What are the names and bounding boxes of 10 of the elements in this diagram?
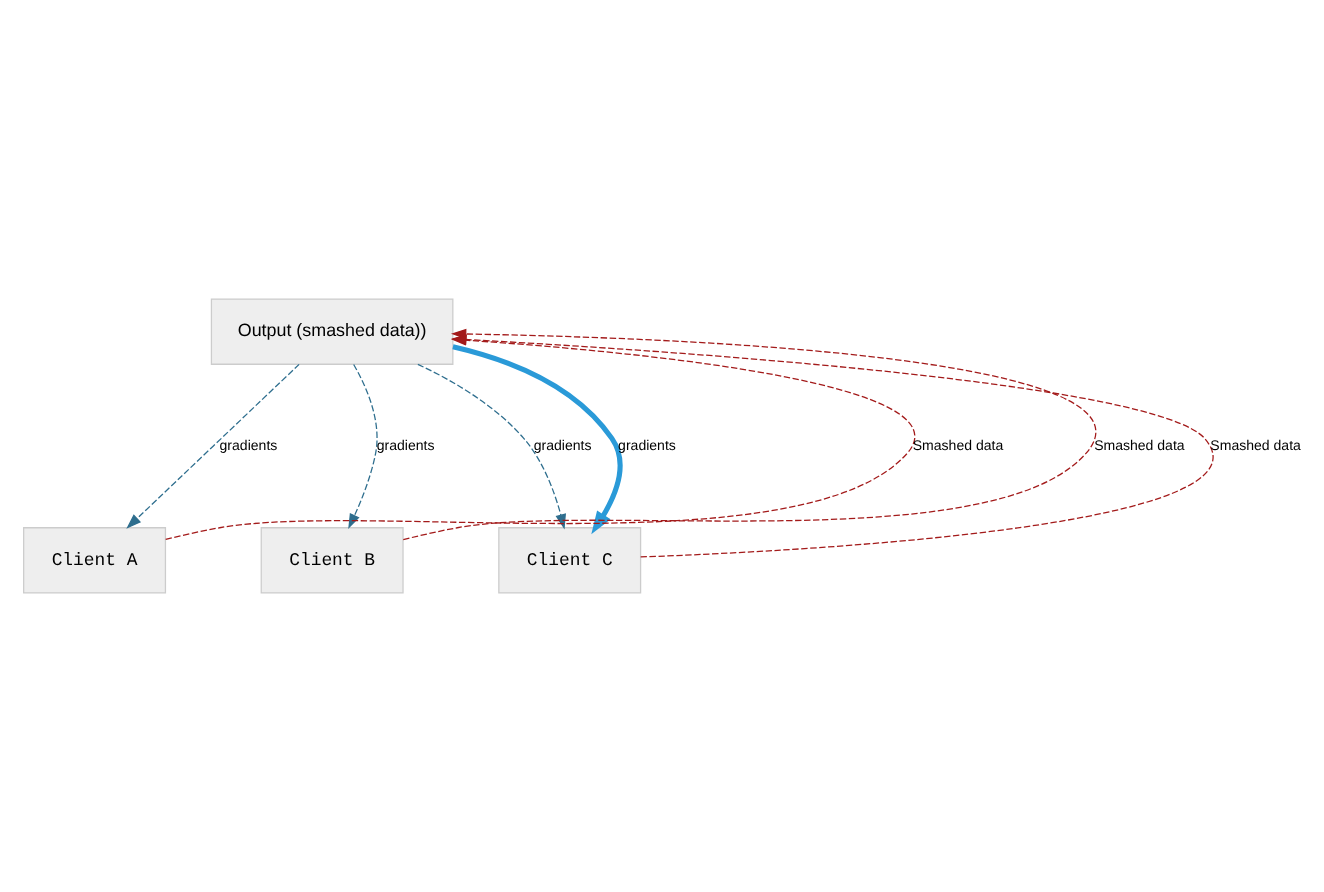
node-box: Client C — [498, 527, 642, 594]
arrow — [348, 363, 378, 530]
node-box: Output (smashed data)) — [210, 298, 454, 365]
node-box: Client A — [23, 527, 167, 594]
arrow — [417, 363, 566, 530]
arrow — [165, 334, 916, 541]
arrow — [451, 334, 1214, 558]
arrow — [452, 344, 623, 535]
arrow — [126, 363, 300, 529]
node-box: Client B — [260, 527, 404, 594]
